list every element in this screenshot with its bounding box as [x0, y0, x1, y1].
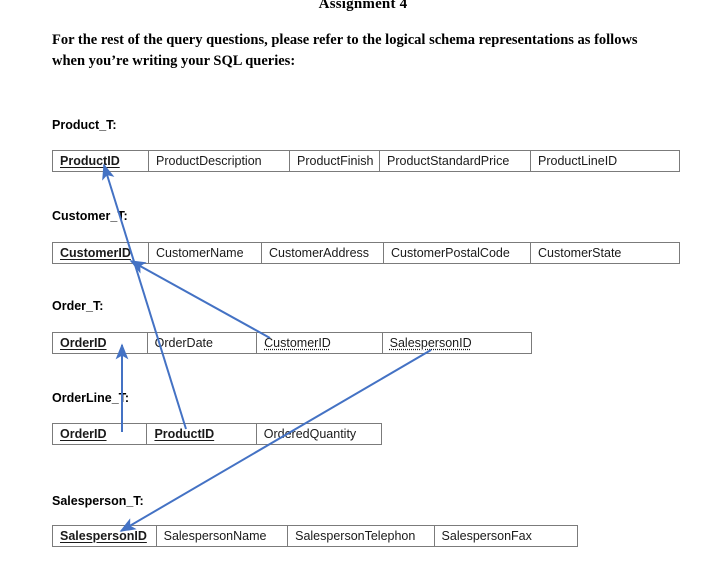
label-orderline-t: OrderLine_T:: [52, 391, 130, 405]
relation-customer-t: CustomerID CustomerName CustomerAddress …: [52, 242, 680, 264]
attr-orderline-orderid: OrderID: [53, 424, 148, 444]
attr-order-orderdate: OrderDate: [148, 333, 258, 353]
relation-order-t: OrderID OrderDate CustomerID Salesperson…: [52, 332, 532, 354]
attr-salesperson-salespersonname: SalespersonName: [157, 526, 289, 546]
arrow-orderline-productid-to-product-productid: [102, 163, 187, 430]
label-product-t: Product_T:: [52, 118, 117, 132]
attr-orderline-productid: ProductID: [147, 424, 257, 444]
attr-order-salespersonid: SalespersonID: [389, 336, 472, 350]
intro-line-1: For the rest of the query questions, ple…: [52, 32, 638, 48]
label-customer-t: Customer_T:: [52, 209, 128, 223]
intro-line-2: when you’re writing your SQL queries:: [52, 53, 296, 69]
relation-salesperson-t: SalespersonID SalespersonName Salesperso…: [52, 525, 578, 547]
attr-customer-customerpostalcode: CustomerPostalCode: [384, 243, 531, 263]
attr-salesperson-salespersonfax: SalespersonFax: [441, 529, 532, 543]
attr-product-productstandardprice: ProductStandardPrice: [380, 151, 531, 171]
attr-customer-customerid: CustomerID: [53, 243, 149, 263]
page-title: Assignment 4: [318, 0, 408, 12]
attr-orderline-orderedquantity: OrderedQuantity: [263, 427, 357, 441]
relation-orderline-t: OrderID ProductID OrderedQuantity: [52, 423, 382, 445]
attr-customer-customerstate: CustomerState: [538, 246, 622, 260]
attr-product-productid: ProductID: [53, 151, 149, 171]
attr-order-orderid: OrderID: [53, 333, 148, 353]
relation-product-t: ProductID ProductDescription ProductFini…: [52, 150, 680, 172]
attr-salesperson-salespersonid: SalespersonID: [53, 526, 157, 546]
attr-salesperson-salespersontelephon: SalespersonTelephon: [288, 526, 435, 546]
arrow-order-customerid-to-customer-customerid: [129, 260, 271, 339]
attr-customer-customeraddress: CustomerAddress: [262, 243, 384, 263]
label-order-t: Order_T:: [52, 299, 104, 313]
attr-product-productdescription: ProductDescription: [149, 151, 290, 171]
label-salesperson-t: Salesperson_T:: [52, 494, 144, 508]
intro-paragraph: For the rest of the query questions, ple…: [52, 30, 677, 72]
attr-product-productfinish: ProductFinish: [290, 151, 380, 171]
attr-product-productlineid: ProductLineID: [538, 154, 618, 168]
attr-order-customerid: CustomerID: [257, 333, 383, 353]
attr-customer-customername: CustomerName: [149, 243, 262, 263]
